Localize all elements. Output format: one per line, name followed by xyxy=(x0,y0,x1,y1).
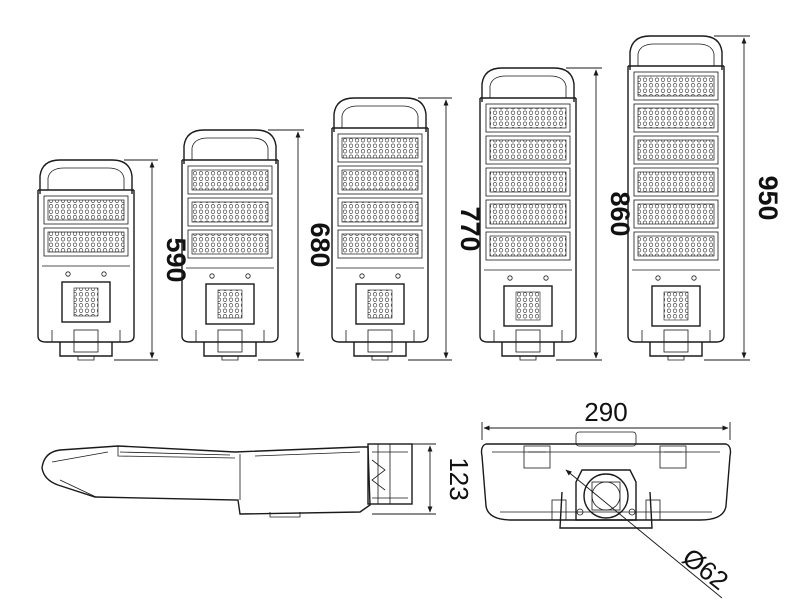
side-height-label: 123 xyxy=(444,457,474,500)
lamp-590: 590 xyxy=(37,159,191,361)
end-view: 290 Ø62 xyxy=(480,397,734,599)
lamp-950-height-label: 950 xyxy=(753,175,783,220)
lamp-860: 860 xyxy=(479,67,635,361)
side-view: 123 xyxy=(41,443,474,518)
lamp-590-height-label: 590 xyxy=(161,237,191,282)
lamp-770: 770 xyxy=(331,97,485,361)
lamp-680-height-label: 680 xyxy=(305,222,335,267)
end-diameter-label: Ø62 xyxy=(677,542,734,596)
end-width-label: 290 xyxy=(584,397,627,427)
lamp-860-height-label: 860 xyxy=(605,191,635,236)
lamp-950: 950 xyxy=(627,35,783,361)
lamp-680: 680 xyxy=(181,129,335,361)
